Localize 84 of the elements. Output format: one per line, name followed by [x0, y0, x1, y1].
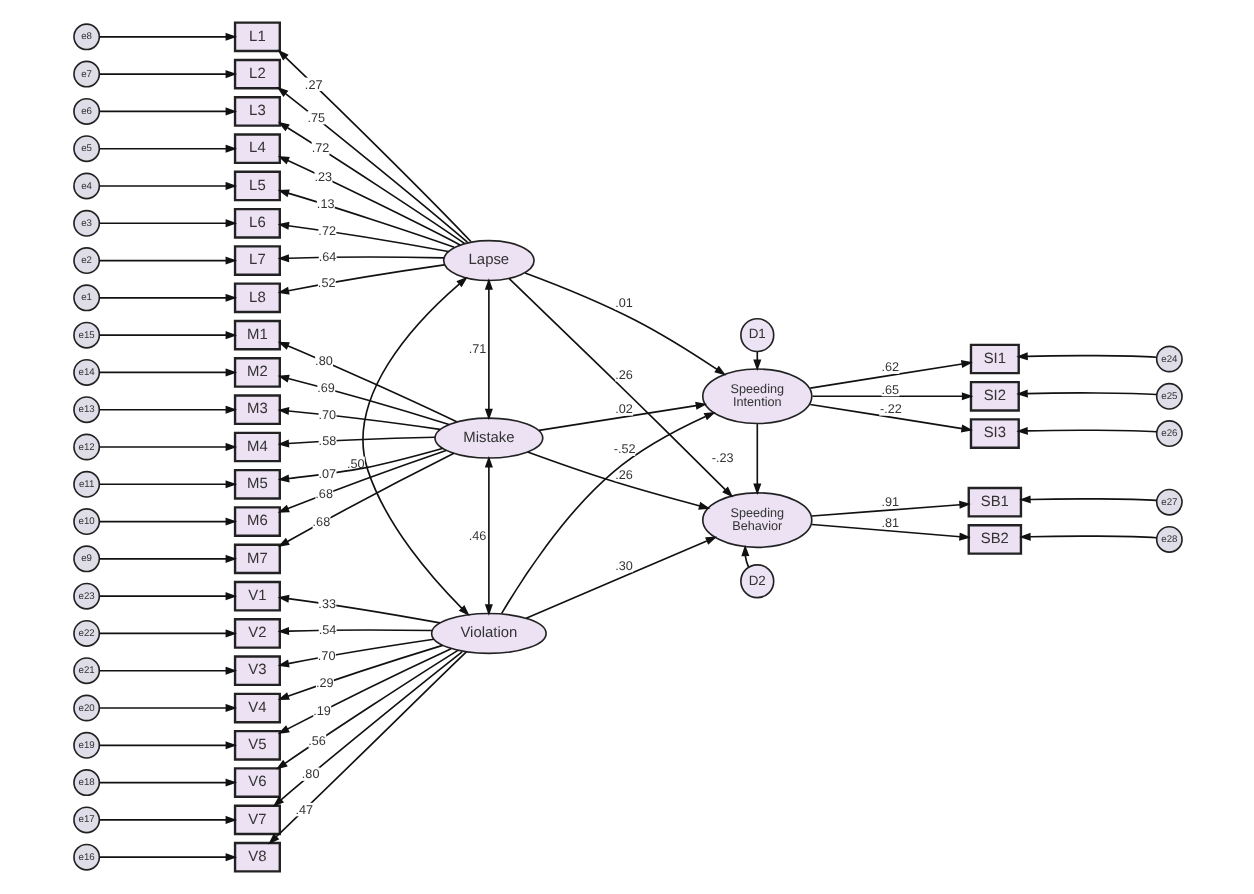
arrow [97, 666, 237, 675]
node-box: L7 [232, 245, 280, 276]
node-box: V7 [232, 804, 280, 836]
node-box: L5 [232, 170, 280, 202]
arrow [1018, 532, 1157, 541]
node-ellipse: Mistake [433, 417, 543, 459]
node-box: M5 [232, 468, 280, 500]
node-box: M7 [232, 543, 280, 575]
arrow [483, 455, 492, 616]
arrow [97, 629, 237, 638]
node-box: V4 [232, 692, 280, 724]
node-box: M6 [232, 506, 280, 537]
node-box: V8 [232, 841, 280, 873]
arrow [276, 638, 434, 668]
arrow [752, 423, 761, 496]
node-box: SB2 [966, 524, 1022, 555]
arrow [276, 121, 465, 245]
arrow [523, 272, 726, 376]
node-box: M4 [232, 431, 280, 463]
arrow [97, 144, 237, 153]
arrow [1015, 389, 1157, 398]
node-box: M2 [232, 357, 280, 388]
arrow [499, 412, 715, 615]
arrow [97, 592, 237, 601]
node-box: L2 [232, 58, 280, 90]
arrow [97, 107, 237, 116]
node-box: L4 [232, 133, 280, 165]
arrow [276, 254, 444, 263]
node-box: M1 [232, 319, 280, 351]
node-box: V3 [232, 655, 280, 687]
arrow [276, 189, 455, 249]
arrow [752, 351, 761, 372]
arrow [276, 49, 471, 243]
node-box: V2 [232, 618, 280, 649]
arrow [97, 517, 237, 526]
node-ellipse: Lapse [441, 239, 534, 282]
node-ellipse: Violation [429, 612, 546, 655]
node-box: SI2 [968, 380, 1019, 412]
arrow [97, 815, 237, 824]
arrow [276, 627, 433, 636]
arrow [740, 544, 749, 568]
arrow [97, 368, 237, 377]
arrow [276, 644, 443, 700]
arrow [97, 853, 237, 862]
arrow [97, 704, 237, 713]
node-box: SI3 [968, 418, 1019, 449]
arrow [1015, 352, 1157, 361]
arrow [97, 70, 237, 79]
arrow [276, 436, 435, 448]
arrow [525, 451, 710, 510]
node-box: L8 [232, 282, 280, 314]
arrow [1015, 426, 1157, 435]
arrow [810, 392, 973, 401]
arrow [1018, 495, 1157, 504]
arrow [97, 405, 237, 414]
node-box: L1 [232, 21, 280, 53]
arrow [276, 155, 460, 246]
arrow [361, 276, 469, 617]
arrow [97, 293, 237, 302]
node-box: L6 [232, 207, 280, 239]
node-box: V6 [232, 767, 280, 798]
arrow [97, 778, 237, 787]
arrow [97, 181, 237, 190]
node-box: V5 [232, 729, 280, 761]
node-box: M3 [232, 394, 280, 426]
arrow [524, 536, 717, 619]
arrow [810, 500, 970, 517]
arrow [97, 32, 237, 41]
arrow [276, 264, 445, 295]
node-box: SI1 [968, 343, 1019, 375]
arrow [97, 219, 237, 228]
arrow [275, 86, 468, 244]
arrow [483, 278, 492, 421]
arrow [97, 480, 237, 489]
node-box: L3 [232, 96, 280, 127]
arrow [97, 741, 237, 750]
arrow [97, 442, 237, 451]
node-box: V1 [232, 580, 280, 612]
node-box: SB1 [966, 486, 1022, 518]
arrow [276, 449, 446, 513]
arrow [810, 523, 970, 541]
arrow [97, 256, 237, 265]
arrow [97, 554, 237, 563]
arrow [97, 331, 237, 340]
